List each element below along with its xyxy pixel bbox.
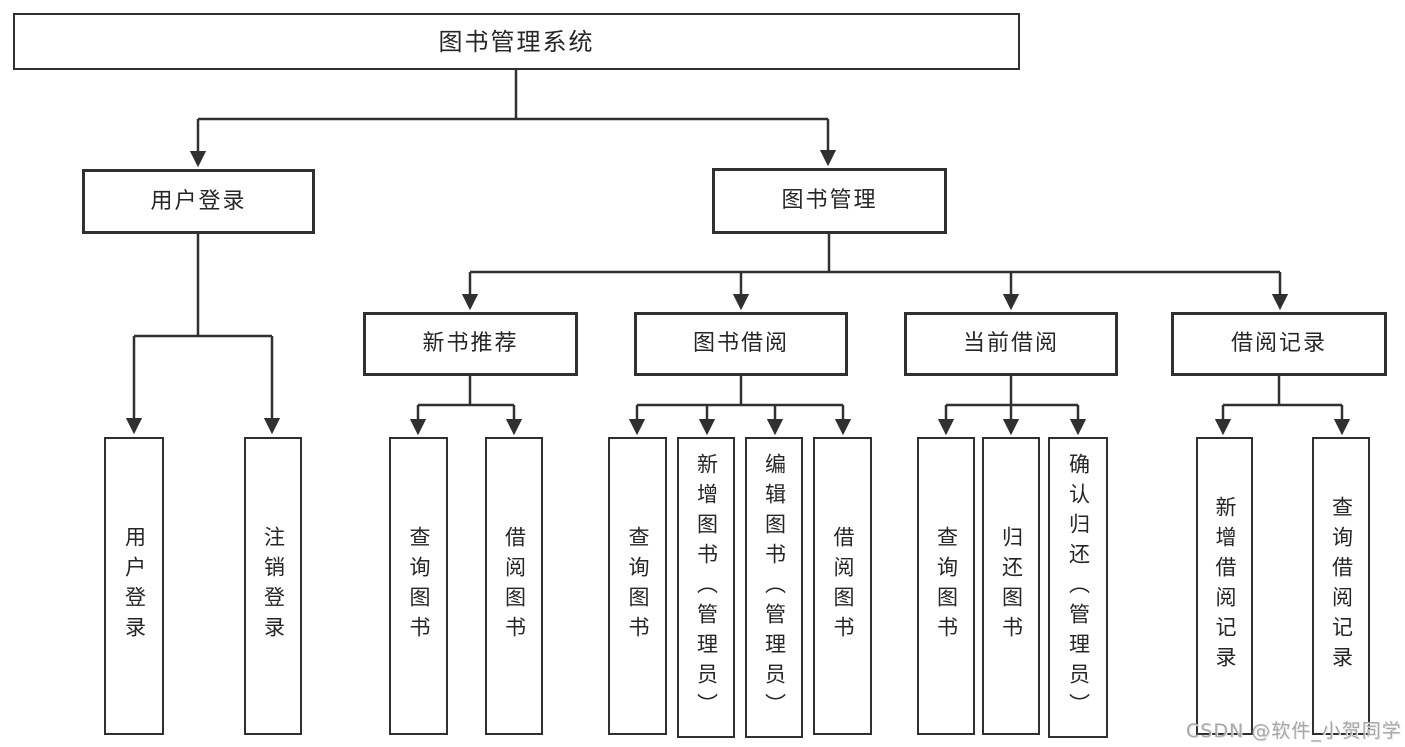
node-leaf-logout: 注销登录 <box>244 437 302 735</box>
node-leaf-confirm-return-admin: 确认归还（管理员） <box>1048 437 1108 738</box>
node-leaf-query-books-1-label: 查询图书 <box>407 526 431 646</box>
node-current-borrowing: 当前借阅 <box>904 312 1118 376</box>
node-leaf-edit-books-admin-label: 编辑图书（管理员） <box>762 452 787 723</box>
node-new-book-recommendation-label: 新书推荐 <box>422 331 519 356</box>
node-leaf-query-books-2: 查询图书 <box>608 437 667 735</box>
node-book-borrowing-label: 图书借阅 <box>692 331 789 356</box>
node-leaf-borrow-books-1: 借阅图书 <box>485 437 543 735</box>
node-leaf-query-books-1: 查询图书 <box>389 437 448 735</box>
node-leaf-logout-label: 注销登录 <box>261 526 286 646</box>
node-book-management-label: 图书管理 <box>781 188 878 213</box>
node-leaf-borrow-books-1-label: 借阅图书 <box>502 526 527 646</box>
node-leaf-query-books-3-label: 查询图书 <box>934 526 959 646</box>
node-leaf-add-books-admin-label: 新增图书（管理员） <box>694 452 719 723</box>
csdn-watermark: CSDN @软件_小贺同学 <box>1186 720 1402 742</box>
node-book-borrowing: 图书借阅 <box>634 312 848 376</box>
node-leaf-user-login: 用户登录 <box>104 437 164 735</box>
node-leaf-add-borrow-record: 新增借阅记录 <box>1196 437 1253 735</box>
node-user-login: 用户登录 <box>82 169 315 234</box>
node-leaf-add-books-admin: 新增图书（管理员） <box>677 437 735 738</box>
node-book-management: 图书管理 <box>712 168 947 234</box>
node-leaf-confirm-return-admin-label: 确认归还（管理员） <box>1066 452 1091 723</box>
node-current-borrowing-label: 当前借阅 <box>962 331 1059 356</box>
node-leaf-borrow-books-2-label: 借阅图书 <box>831 526 855 646</box>
node-leaf-add-borrow-record-label: 新增借阅记录 <box>1213 496 1237 676</box>
node-leaf-edit-books-admin: 编辑图书（管理员） <box>745 437 803 738</box>
node-leaf-return-books: 归还图书 <box>982 437 1040 735</box>
node-root-system: 图书管理系统 <box>13 13 1020 70</box>
node-leaf-return-books-label: 归还图书 <box>999 526 1024 646</box>
node-leaf-borrow-books-2: 借阅图书 <box>813 437 872 735</box>
node-leaf-query-borrow-record: 查询借阅记录 <box>1312 437 1370 735</box>
node-root-label: 图书管理系统 <box>438 27 595 56</box>
node-leaf-query-books-3: 查询图书 <box>917 437 975 735</box>
node-borrowing-records-label: 借阅记录 <box>1230 331 1327 356</box>
node-leaf-query-books-2-label: 查询图书 <box>626 526 650 646</box>
node-leaf-query-borrow-record-label: 查询借阅记录 <box>1329 496 1354 676</box>
node-borrowing-records: 借阅记录 <box>1171 312 1387 376</box>
node-leaf-user-login-label: 用户登录 <box>122 526 147 646</box>
node-user-login-label: 用户登录 <box>150 188 247 214</box>
node-new-book-recommendation: 新书推荐 <box>363 312 578 376</box>
